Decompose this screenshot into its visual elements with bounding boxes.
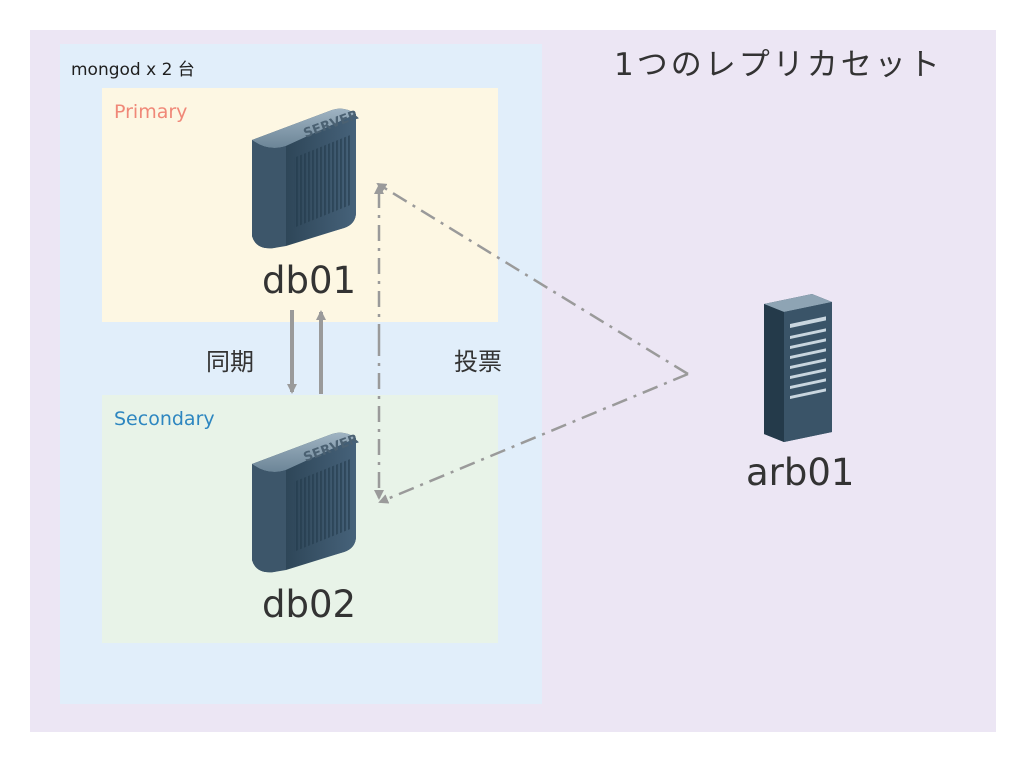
server-icon: SERVER (252, 108, 361, 249)
sync-label: 同期 (206, 348, 254, 376)
secondary-role-label: Secondary (114, 408, 215, 430)
vote-label: 投票 (454, 348, 502, 376)
vote-arrow-to-db02 (378, 372, 689, 504)
arb01-hostname: arb01 (746, 451, 855, 494)
primary-role-label: Primary (114, 101, 188, 123)
db02-hostname: db02 (262, 583, 357, 626)
replica-set-title: 1つのレプリカセット (614, 47, 943, 83)
vote-arrow-to-db01 (376, 182, 689, 376)
db01-hostname: db01 (262, 259, 357, 302)
server-rack-icon (764, 294, 832, 442)
server-icon: SERVER (252, 432, 361, 573)
mongod-group-label: mongod x 2 台 (71, 60, 195, 80)
